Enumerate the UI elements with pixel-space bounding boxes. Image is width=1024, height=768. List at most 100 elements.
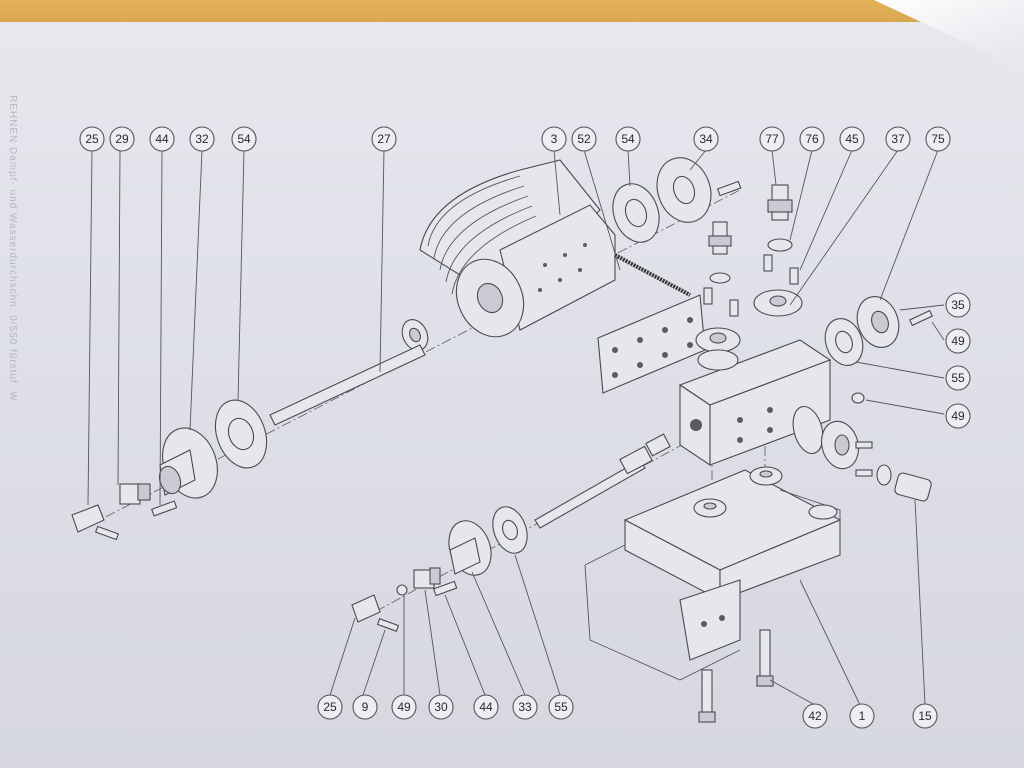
flange-32 xyxy=(158,427,218,499)
threaded-rod-52 xyxy=(614,253,691,297)
valve-block xyxy=(678,339,832,467)
svg-text:44: 44 xyxy=(155,132,169,146)
svg-text:77: 77 xyxy=(765,132,779,146)
callout-27: 27 xyxy=(371,126,397,152)
svg-text:54: 54 xyxy=(237,132,251,146)
callout-76: 76 xyxy=(799,126,825,152)
callout-35: 35 xyxy=(945,292,971,318)
bolt-bottom xyxy=(698,669,716,723)
svg-text:34: 34 xyxy=(699,132,713,146)
callout-49-right-b: 49 xyxy=(945,403,971,429)
callout-25-top: 25 xyxy=(79,126,105,152)
fitting-77 xyxy=(767,184,793,221)
svg-text:49: 49 xyxy=(951,409,965,423)
gasket-55-right xyxy=(824,318,864,366)
screw-a xyxy=(763,254,773,272)
svg-text:27: 27 xyxy=(377,132,391,146)
callout-75: 75 xyxy=(925,126,951,152)
callout-49-right-a: 49 xyxy=(945,328,971,354)
svg-text:55: 55 xyxy=(554,700,568,714)
callout-15: 15 xyxy=(912,703,938,729)
callout-1: 1 xyxy=(849,703,875,729)
callout-group: 25 29 44 32 54 27 3 52 54 34 77 76 45 37… xyxy=(79,126,971,729)
bolt-top xyxy=(716,180,742,197)
screw-44-bottom xyxy=(432,580,458,597)
motor-assembly xyxy=(401,159,616,351)
leader-lines xyxy=(87,149,945,706)
callout-29: 29 xyxy=(109,126,135,152)
ring-76 xyxy=(767,238,793,252)
flange-37 xyxy=(753,289,803,317)
nut-30 xyxy=(413,567,441,589)
clevis-25-bottom xyxy=(351,594,400,632)
svg-text:15: 15 xyxy=(918,709,932,723)
callout-44-bottom: 44 xyxy=(473,694,499,720)
svg-text:45: 45 xyxy=(845,132,859,146)
svg-text:54: 54 xyxy=(621,132,635,146)
callout-37: 37 xyxy=(885,126,911,152)
svg-text:1: 1 xyxy=(859,709,866,723)
nut-29 xyxy=(119,483,151,505)
callout-30: 30 xyxy=(428,694,454,720)
svg-text:52: 52 xyxy=(577,132,591,146)
callout-25-bottom: 25 xyxy=(317,694,343,720)
clevis-25-top xyxy=(71,504,120,541)
callout-55-bottom: 55 xyxy=(548,694,574,720)
callout-77: 77 xyxy=(759,126,785,152)
gasket-54-top xyxy=(612,183,660,243)
callout-45: 45 xyxy=(839,126,865,152)
svg-text:49: 49 xyxy=(397,700,411,714)
bolt-42 xyxy=(756,629,774,687)
shaft-27 xyxy=(269,344,426,426)
screw-45 xyxy=(789,267,799,285)
svg-text:35: 35 xyxy=(951,298,965,312)
svg-text:25: 25 xyxy=(85,132,99,146)
callout-54-left: 54 xyxy=(231,126,257,152)
svg-text:9: 9 xyxy=(362,700,369,714)
svg-text:32: 32 xyxy=(195,132,209,146)
screw-c xyxy=(729,299,739,317)
callout-33: 33 xyxy=(512,694,538,720)
svg-text:33: 33 xyxy=(518,700,532,714)
lower-axis-line xyxy=(359,434,701,621)
svg-text:25: 25 xyxy=(323,700,337,714)
svg-text:55: 55 xyxy=(951,371,965,385)
svg-text:37: 37 xyxy=(891,132,905,146)
svg-text:44: 44 xyxy=(479,700,493,714)
callout-44-top: 44 xyxy=(149,126,175,152)
washer-49 xyxy=(396,584,408,596)
lower-shaft xyxy=(534,433,671,529)
fitting-left xyxy=(708,221,732,255)
flange-34 xyxy=(656,157,712,223)
perforated-plate xyxy=(597,294,706,394)
callout-42: 42 xyxy=(802,703,828,729)
callout-32: 32 xyxy=(189,126,215,152)
callout-34: 34 xyxy=(693,126,719,152)
screw-44-top xyxy=(150,500,178,517)
screw-b xyxy=(703,287,713,305)
svg-text:30: 30 xyxy=(434,700,448,714)
flange-33 xyxy=(448,520,492,576)
svg-text:75: 75 xyxy=(931,132,945,146)
svg-text:29: 29 xyxy=(115,132,129,146)
svg-text:76: 76 xyxy=(805,132,819,146)
callout-9: 9 xyxy=(352,694,378,720)
base-frame xyxy=(584,466,842,681)
spine-text: REHNEN Dampf- und Wasserdurchschn. 0/550… xyxy=(7,95,18,402)
flange-left xyxy=(695,327,741,371)
nut-49 xyxy=(851,392,865,404)
callout-52: 52 xyxy=(571,126,597,152)
callout-55-right: 55 xyxy=(945,365,971,391)
callout-3: 3 xyxy=(541,126,567,152)
callout-49-bottom: 49 xyxy=(391,694,417,720)
gasket-55-bottom xyxy=(492,506,528,554)
svg-text:49: 49 xyxy=(951,334,965,348)
svg-text:3: 3 xyxy=(551,132,558,146)
gasket-54-left xyxy=(214,399,268,469)
screw-49-right xyxy=(909,309,933,327)
callout-54-top: 54 xyxy=(615,126,641,152)
svg-text:42: 42 xyxy=(808,709,822,723)
flange-35 xyxy=(856,296,900,348)
flange-lower-right xyxy=(792,405,932,502)
